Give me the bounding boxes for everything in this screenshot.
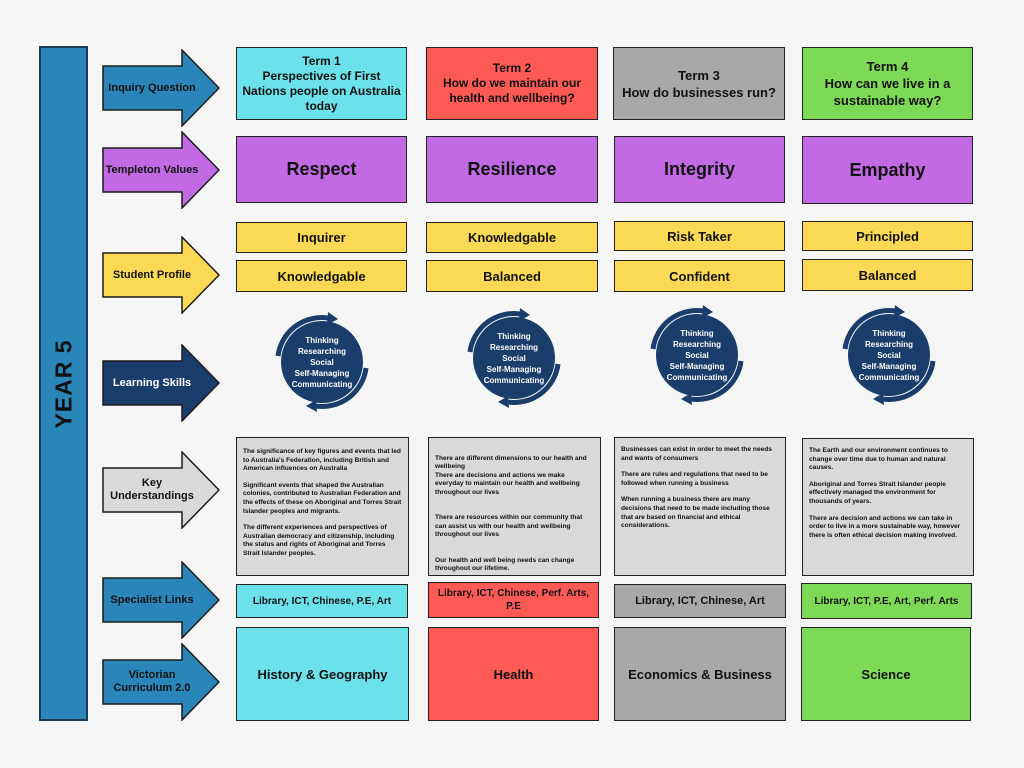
term-4-heading: Term 4 (866, 59, 909, 74)
ku-item: Significant events that shaped the Austr… (243, 481, 402, 515)
term-2-heading: Term 2 (492, 61, 532, 75)
term-2-key-understandings: There are different dimensions to our he… (428, 437, 601, 576)
term-1-heading: Term 1 (302, 53, 341, 68)
term-4-question: How can we live in a sustainable way? (824, 76, 951, 108)
term-3-inquiry: Term 3 How do businesses run? (613, 47, 785, 120)
ku-item: The significance of key figures and even… (243, 448, 401, 473)
term-4-inquiry: Term 4 How can we live in a sustainable … (802, 47, 973, 120)
term-4-value: Empathy (802, 136, 973, 204)
skills-list: Thinking Researching Social Self-Managin… (291, 335, 353, 389)
term-3-curriculum: Economics & Business (614, 627, 786, 721)
ku-item: Our health and well being needs can chan… (435, 556, 575, 573)
skills-list: Thinking Researching Social Self-Managin… (666, 328, 728, 382)
learning-skills-circle-1: Thinking Researching Social Self-Managin… (266, 306, 378, 418)
year-label: YEAR 5 (50, 338, 76, 429)
term-3-key-understandings: Businesses can exist in order to meet th… (614, 437, 786, 576)
arrow-specialist-links: Specialist Links (102, 561, 220, 639)
arrow-student-profile: Student Profile (102, 236, 220, 314)
term-3-specialist: Library, ICT, Chinese, Art (614, 584, 786, 618)
term-3-profile-2: Confident (614, 260, 785, 292)
term-3-heading: Term 3 (678, 67, 720, 83)
skills-list: Thinking Researching Social Self-Managin… (858, 328, 920, 382)
term-1-key-understandings: The significance of key figures and even… (236, 437, 409, 576)
term-4-curriculum: Science (801, 627, 971, 721)
term-2-specialist: Library, ICT, Chinese, Perf. Arts, P.E (428, 582, 599, 618)
term-4-key-understandings: The Earth and our environment continues … (802, 438, 974, 576)
term-4-specialist: Library, ICT, P.E, Art, Perf. Arts (801, 583, 972, 619)
arrow-learning-skills: Learning Skills (102, 344, 220, 422)
learning-skills-circle-4: Thinking Researching Social Self-Managin… (833, 299, 945, 411)
ku-item: Businesses can exist in order to meet th… (621, 446, 772, 462)
ku-item: There are resources within our community… (435, 514, 583, 539)
term-1-value: Respect (236, 136, 407, 203)
term-3-question: How do businesses run? (622, 84, 776, 100)
term-3-profile-1: Risk Taker (614, 221, 785, 251)
ku-item: The different experiences and perspectiv… (243, 524, 395, 557)
term-1-inquiry: Term 1 Perspectives of First Nations peo… (236, 47, 407, 120)
arrow-inquiry-question: Inquiry Question (102, 49, 220, 127)
term-1-profile-1: Inquirer (236, 222, 407, 253)
arrow-victorian-curriculum: Victorian Curriculum 2.0 (102, 643, 220, 721)
ku-item: There are decision and actions we can ta… (809, 514, 961, 539)
cycle-arrows-icon (467, 308, 561, 408)
ku-item: When running a business there are many d… (621, 496, 770, 530)
skills-list: Thinking Researching Social Self-Managin… (483, 331, 545, 385)
term-1-curriculum: History & Geography (236, 627, 409, 721)
cycle-arrows-icon (275, 312, 369, 412)
term-2-value: Resilience (426, 136, 598, 203)
ku-item: The Earth and our environment continues … (809, 447, 948, 472)
term-1-question: Perspectives of First Nations people on … (242, 68, 401, 113)
arrow-key-understandings: Key Understandings (102, 451, 220, 529)
term-2-question: How do we maintain our health and wellbe… (442, 76, 581, 105)
term-2-profile-2: Balanced (426, 260, 598, 292)
term-4-profile-2: Balanced (802, 259, 973, 291)
learning-skills-circle-3: Thinking Researching Social Self-Managin… (641, 299, 753, 411)
term-2-inquiry: Term 2 How do we maintain our health and… (426, 47, 598, 120)
cycle-arrows-icon (842, 305, 936, 405)
arrow-templeton-values: Templeton Values (102, 131, 220, 209)
term-2-profile-1: Knowledgable (426, 222, 598, 253)
year-bar: YEAR 5 (39, 46, 88, 721)
ku-item: There are different dimensions to our he… (435, 454, 587, 496)
learning-skills-circle-2: Thinking Researching Social Self-Managin… (458, 302, 570, 414)
ku-item: There are rules and regulations that nee… (621, 471, 768, 487)
term-3-value: Integrity (614, 136, 785, 203)
term-1-specialist: Library, ICT, Chinese, P.E, Art (236, 584, 408, 618)
term-1-profile-2: Knowledgable (236, 260, 407, 292)
term-2-curriculum: Health (428, 627, 599, 721)
cycle-arrows-icon (650, 305, 744, 405)
term-4-profile-1: Principled (802, 221, 973, 251)
ku-item: Aboriginal and Torres Strait Islander pe… (809, 480, 946, 505)
